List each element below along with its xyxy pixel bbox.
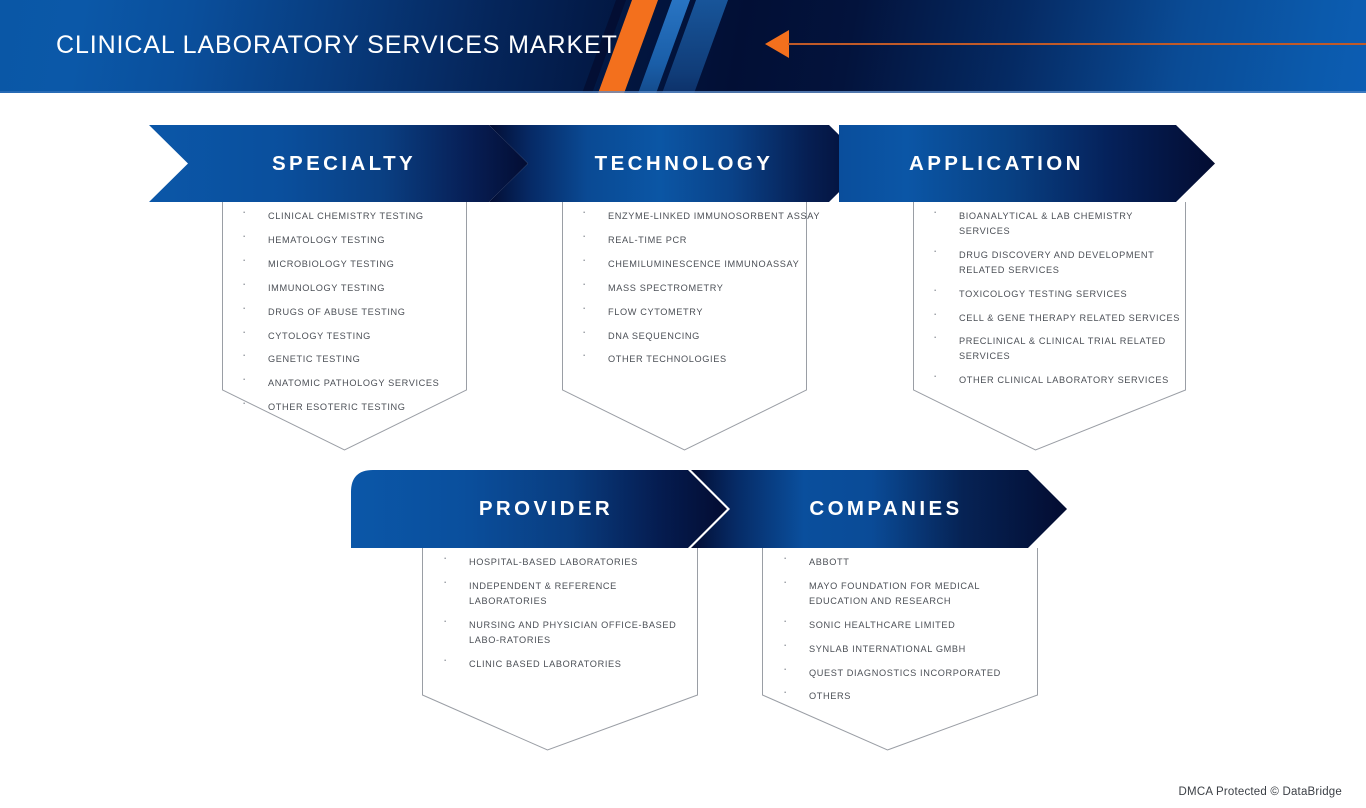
- list-item: OTHER TECHNOLOGIES: [578, 348, 858, 367]
- list-item: OTHERS: [779, 685, 1017, 704]
- list-item: MICROBIOLOGY TESTING: [238, 253, 508, 272]
- left-arrow-icon: [765, 30, 789, 58]
- list-item: OTHER CLINICAL LABORATORY SERVICES: [929, 369, 1187, 388]
- list-specialty: CLINICAL CHEMISTRY TESTING HEMATOLOGY TE…: [238, 205, 508, 424]
- list-item: FLOW CYTOMETRY: [578, 301, 858, 320]
- list-item: HEMATOLOGY TESTING: [238, 229, 508, 248]
- page-title: CLINICAL LABORATORY SERVICES MARKET: [56, 31, 618, 59]
- list-item: DNA SEQUENCING: [578, 325, 858, 344]
- card-provider: PROVIDER HOSPITAL-BASED LABORATORIES IND…: [351, 470, 741, 760]
- list-item: SONIC HEALTHCARE LIMITED: [779, 614, 1017, 633]
- header-rule: [788, 43, 1366, 45]
- list-item: ABBOTT: [779, 551, 1017, 570]
- list-item: ANATOMIC PATHOLOGY SERVICES: [238, 372, 508, 391]
- list-technology: ENZYME-LINKED IMMUNOSORBENT ASSAY REAL-T…: [578, 205, 858, 376]
- footer-copyright: DMCA Protected © DataBridge: [1178, 786, 1342, 798]
- list-item: DRUG DISCOVERY AND DEVELOPMENT RELATED S…: [929, 244, 1187, 278]
- list-item: NURSING AND PHYSICIAN OFFICE-BASED LABO-…: [439, 614, 687, 648]
- list-item: DRUGS OF ABUSE TESTING: [238, 301, 508, 320]
- list-item: CYTOLOGY TESTING: [238, 325, 508, 344]
- list-item: SYNLAB INTERNATIONAL GMBH: [779, 638, 1017, 657]
- list-item: IMMUNOLOGY TESTING: [238, 277, 508, 296]
- list-item: PRECLINICAL & CLINICAL TRIAL RELATED SER…: [929, 330, 1187, 364]
- list-item: GENETIC TESTING: [238, 348, 508, 367]
- list-item: QUEST DIAGNOSTICS INCORPORATED: [779, 662, 1017, 681]
- banner-companies[interactable]: COMPANIES: [691, 470, 1081, 548]
- page-header: CLINICAL LABORATORY SERVICES MARKET: [0, 0, 1366, 93]
- banner-provider[interactable]: PROVIDER: [351, 470, 741, 548]
- list-item: TOXICOLOGY TESTING SERVICES: [929, 283, 1187, 302]
- list-item: BIOANALYTICAL & LAB CHEMISTRY SERVICES: [929, 205, 1187, 239]
- list-item: OTHER ESOTERIC TESTING: [238, 396, 508, 415]
- list-item: CELL & GENE THERAPY RELATED SERVICES: [929, 307, 1187, 326]
- banner-technology[interactable]: TECHNOLOGY: [489, 125, 879, 202]
- list-item: REAL-TIME PCR: [578, 229, 858, 248]
- list-item: HOSPITAL-BASED LABORATORIES: [439, 551, 687, 570]
- list-application: BIOANALYTICAL & LAB CHEMISTRY SERVICES D…: [929, 205, 1187, 397]
- list-provider: HOSPITAL-BASED LABORATORIES INDEPENDENT …: [439, 551, 687, 680]
- list-companies: ABBOTT MAYO FOUNDATION FOR MEDICAL EDUCA…: [779, 551, 1017, 713]
- banner-specialty[interactable]: SPECIALTY: [149, 125, 539, 202]
- list-item: CHEMILUMINESCENCE IMMUNOASSAY: [578, 253, 858, 272]
- list-item: MAYO FOUNDATION FOR MEDICAL EDUCATION AN…: [779, 575, 1017, 609]
- card-technology: TECHNOLOGY ENZYME-LINKED IMMUNOSORBENT A…: [489, 125, 879, 465]
- card-application: APPLICATION BIOANALYTICAL & LAB CHEMISTR…: [839, 125, 1229, 465]
- banner-application[interactable]: APPLICATION: [839, 125, 1229, 202]
- card-specialty: SPECIALTY CLINICAL CHEMISTRY TESTING HEM…: [149, 125, 539, 465]
- list-item: CLINIC BASED LABORATORIES: [439, 653, 687, 672]
- list-item: MASS SPECTROMETRY: [578, 277, 858, 296]
- header-bottom-rule: [0, 91, 1366, 93]
- card-companies: COMPANIES ABBOTT MAYO FOUNDATION FOR MED…: [691, 470, 1081, 760]
- list-item: ENZYME-LINKED IMMUNOSORBENT ASSAY: [578, 205, 858, 224]
- list-item: CLINICAL CHEMISTRY TESTING: [238, 205, 508, 224]
- list-item: INDEPENDENT & REFERENCE LABORATORIES: [439, 575, 687, 609]
